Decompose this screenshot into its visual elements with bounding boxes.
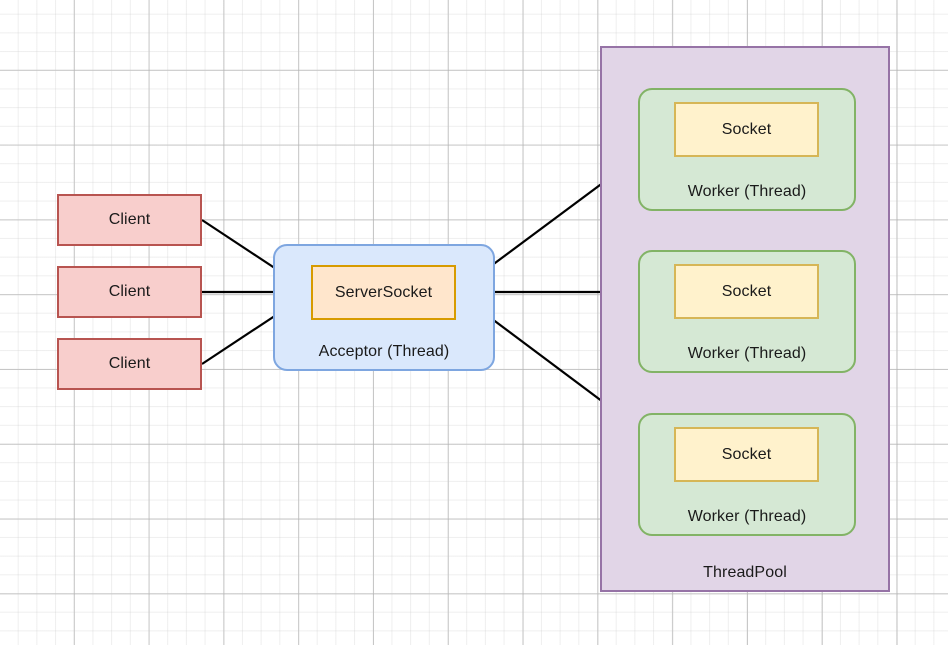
acceptor-label: Acceptor (Thread) (318, 342, 450, 360)
client-box-1[interactable]: Client (57, 194, 202, 246)
client-label-3: Client (108, 355, 151, 373)
thread-pool-label: ThreadPool (703, 563, 787, 581)
server-socket-label: ServerSocket (334, 283, 433, 301)
worker-label-3: Worker (Thread) (687, 507, 807, 525)
server-socket-box[interactable]: ServerSocket (311, 265, 456, 320)
socket-label-1: Socket (721, 120, 772, 138)
socket-label-2: Socket (721, 282, 772, 300)
client-label-2: Client (108, 283, 151, 301)
acceptor-thread-container[interactable]: Acceptor (Thread) (273, 244, 495, 371)
socket-box-1[interactable]: Socket (674, 102, 819, 157)
client-label-1: Client (108, 211, 151, 229)
socket-box-2[interactable]: Socket (674, 264, 819, 319)
worker-label-1: Worker (Thread) (687, 182, 807, 200)
client-box-2[interactable]: Client (57, 266, 202, 318)
worker-label-2: Worker (Thread) (687, 344, 807, 362)
socket-label-3: Socket (721, 445, 772, 463)
client-box-3[interactable]: Client (57, 338, 202, 390)
socket-box-3[interactable]: Socket (674, 427, 819, 482)
